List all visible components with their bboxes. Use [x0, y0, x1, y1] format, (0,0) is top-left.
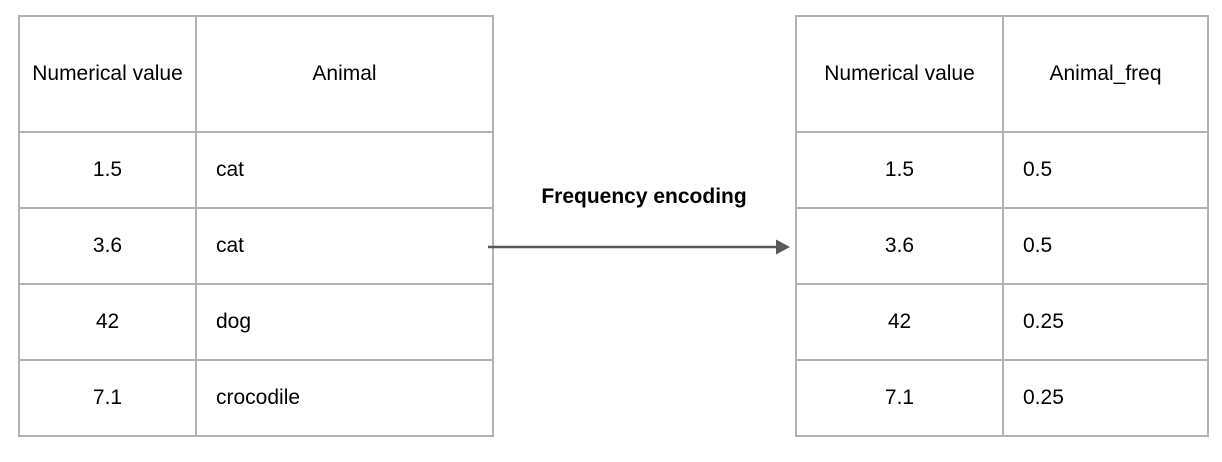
- column-header-animal-freq: Animal_freq: [1002, 15, 1209, 133]
- cell-numerical-value: 7.1: [18, 359, 197, 437]
- arrow-right-icon: [488, 239, 790, 255]
- table-row: 1.5 0.5: [795, 131, 1209, 209]
- cell-animal: cat: [195, 207, 494, 285]
- cell-numerical-value: 3.6: [795, 207, 1004, 285]
- column-header-numerical-value: Numerical value: [795, 15, 1004, 133]
- cell-animal-freq: 0.25: [1002, 359, 1209, 437]
- table-row: 7.1 crocodile: [18, 359, 494, 437]
- cell-animal: cat: [195, 131, 494, 209]
- table-row: 3.6 cat: [18, 207, 494, 285]
- cell-animal-freq: 0.5: [1002, 131, 1209, 209]
- cell-numerical-value: 7.1: [795, 359, 1004, 437]
- table-row: 3.6 0.5: [795, 207, 1209, 285]
- table-header-row: Numerical value Animal: [18, 15, 494, 133]
- cell-animal: crocodile: [195, 359, 494, 437]
- column-header-numerical-value: Numerical value: [18, 15, 197, 133]
- transformation-arrow-group: Frequency encoding: [488, 185, 794, 275]
- cell-numerical-value: 42: [18, 283, 197, 361]
- table-row: 42 dog: [18, 283, 494, 361]
- cell-numerical-value: 1.5: [795, 131, 1004, 209]
- table-row: 1.5 cat: [18, 131, 494, 209]
- cell-numerical-value: 1.5: [18, 131, 197, 209]
- table-row: 42 0.25: [795, 283, 1209, 361]
- cell-numerical-value: 42: [795, 283, 1004, 361]
- column-header-animal: Animal: [195, 15, 494, 133]
- source-table: Numerical value Animal 1.5 cat 3.6 cat 4…: [18, 15, 494, 437]
- cell-animal: dog: [195, 283, 494, 361]
- transformation-label: Frequency encoding: [541, 185, 747, 208]
- table-row: 7.1 0.25: [795, 359, 1209, 437]
- result-table: Numerical value Animal_freq 1.5 0.5 3.6 …: [795, 15, 1209, 437]
- cell-animal-freq: 0.5: [1002, 207, 1209, 285]
- cell-animal-freq: 0.25: [1002, 283, 1209, 361]
- cell-numerical-value: 3.6: [18, 207, 197, 285]
- table-header-row: Numerical value Animal_freq: [795, 15, 1209, 133]
